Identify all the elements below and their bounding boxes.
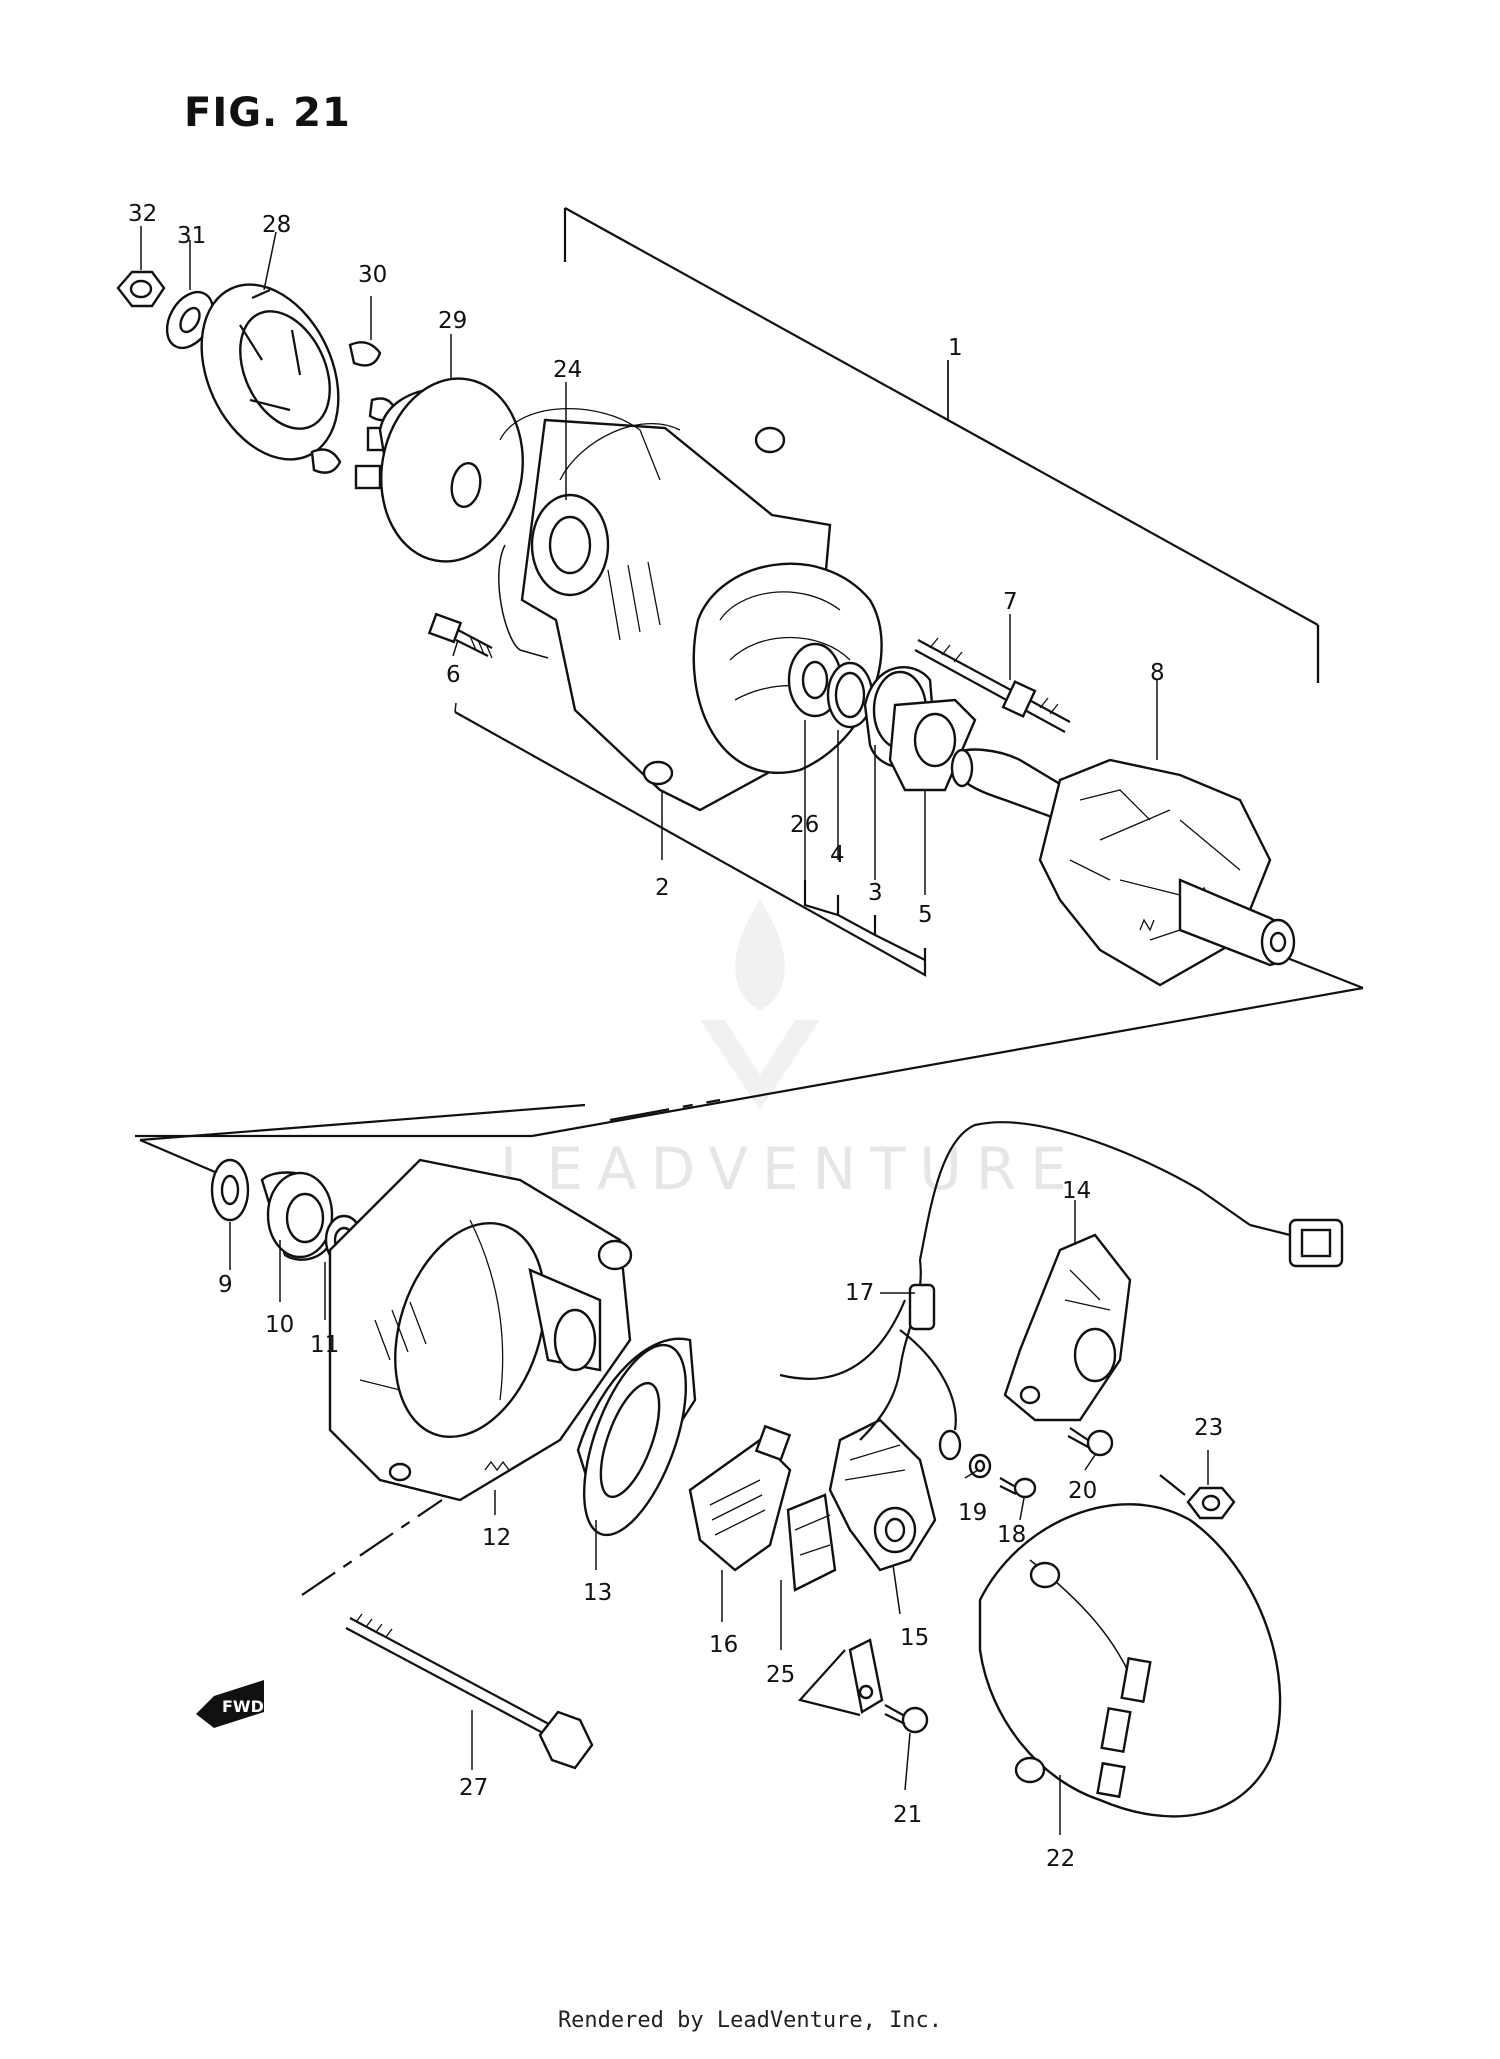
screw-18-part — [999, 1477, 1037, 1499]
rotor-part — [950, 748, 1296, 987]
callout-4: 4 — [830, 842, 845, 868]
stator-cover-part — [576, 1337, 697, 1537]
assembly-bracket-1 — [135, 207, 1364, 1177]
callout-28: 28 — [262, 212, 291, 238]
callout-17: 17 — [845, 1280, 874, 1306]
leader-lines-bottom — [229, 1200, 1209, 1835]
callout-18: 18 — [997, 1522, 1026, 1548]
pulley-part — [200, 283, 340, 461]
watermark: LEADVENTURE — [500, 1135, 1081, 1203]
callout-6: 6 — [446, 662, 461, 688]
rear-housing-part — [328, 1158, 633, 1502]
front-housing-part — [498, 408, 883, 812]
callout-30: 30 — [358, 262, 387, 288]
callout-29: 29 — [438, 308, 467, 334]
callout-10: 10 — [265, 1312, 294, 1338]
callout-31: 31 — [177, 223, 206, 249]
regulator-part — [828, 1418, 937, 1572]
damper-set-part — [310, 341, 398, 490]
callout-25: 25 — [766, 1662, 795, 1688]
callout-23: 23 — [1194, 1415, 1223, 1441]
screw-20-part — [1067, 1427, 1114, 1457]
fwd-arrow-icon — [196, 1680, 264, 1728]
callout-14: 14 — [1062, 1178, 1091, 1204]
callout-26: 26 — [790, 812, 819, 838]
callout-19: 19 — [958, 1500, 987, 1526]
watermark-logo — [700, 900, 820, 1110]
brush-holder-part — [688, 1424, 792, 1572]
callout-3: 3 — [868, 880, 883, 906]
stud-part — [914, 637, 1071, 733]
callout-16: 16 — [709, 1632, 738, 1658]
pulley-nut-part — [116, 270, 166, 308]
callout-24: 24 — [553, 357, 582, 383]
screw-21-part — [884, 1704, 929, 1734]
terminal-clip-part — [848, 1638, 884, 1714]
callout-21: 21 — [893, 1802, 922, 1828]
fwd-label: FWD — [222, 1697, 264, 1716]
callout-labels: 1 2 3 4 5 6 7 8 9 10 11 12 13 14 15 16 1… — [128, 201, 1223, 1872]
long-bolt-part — [345, 1613, 594, 1770]
callout-1: 1 — [948, 335, 963, 361]
lower-bearing-part — [260, 1171, 337, 1261]
callout-32: 32 — [128, 201, 157, 227]
callout-9: 9 — [218, 1272, 233, 1298]
callout-2: 2 — [655, 875, 670, 901]
through-bolt-part — [427, 612, 493, 659]
wire-harness-part — [779, 1121, 1344, 1461]
callout-13: 13 — [583, 1580, 612, 1606]
pulley-cover-part — [378, 377, 524, 563]
leader-lines-top — [140, 226, 1320, 977]
brush-plate-part — [1003, 1233, 1132, 1422]
callout-27: 27 — [459, 1775, 488, 1801]
callout-15: 15 — [900, 1625, 929, 1651]
footer-credit: Rendered by LeadVenture, Inc. — [557, 2008, 943, 2033]
callout-5: 5 — [918, 902, 933, 928]
callout-7: 7 — [1003, 589, 1018, 615]
lower-washer-part — [210, 1158, 250, 1222]
bearing-stack-part — [787, 642, 977, 792]
rear-cover-part — [978, 1503, 1282, 1818]
figure-title: FIG. 21 — [184, 90, 351, 136]
callout-20: 20 — [1068, 1478, 1097, 1504]
callout-22: 22 — [1046, 1846, 1075, 1872]
cover-nut-part — [1186, 1486, 1236, 1520]
callout-11: 11 — [310, 1332, 339, 1358]
callout-8: 8 — [1150, 660, 1165, 686]
insulator-cover-part — [786, 1493, 837, 1592]
callout-12: 12 — [482, 1525, 511, 1551]
